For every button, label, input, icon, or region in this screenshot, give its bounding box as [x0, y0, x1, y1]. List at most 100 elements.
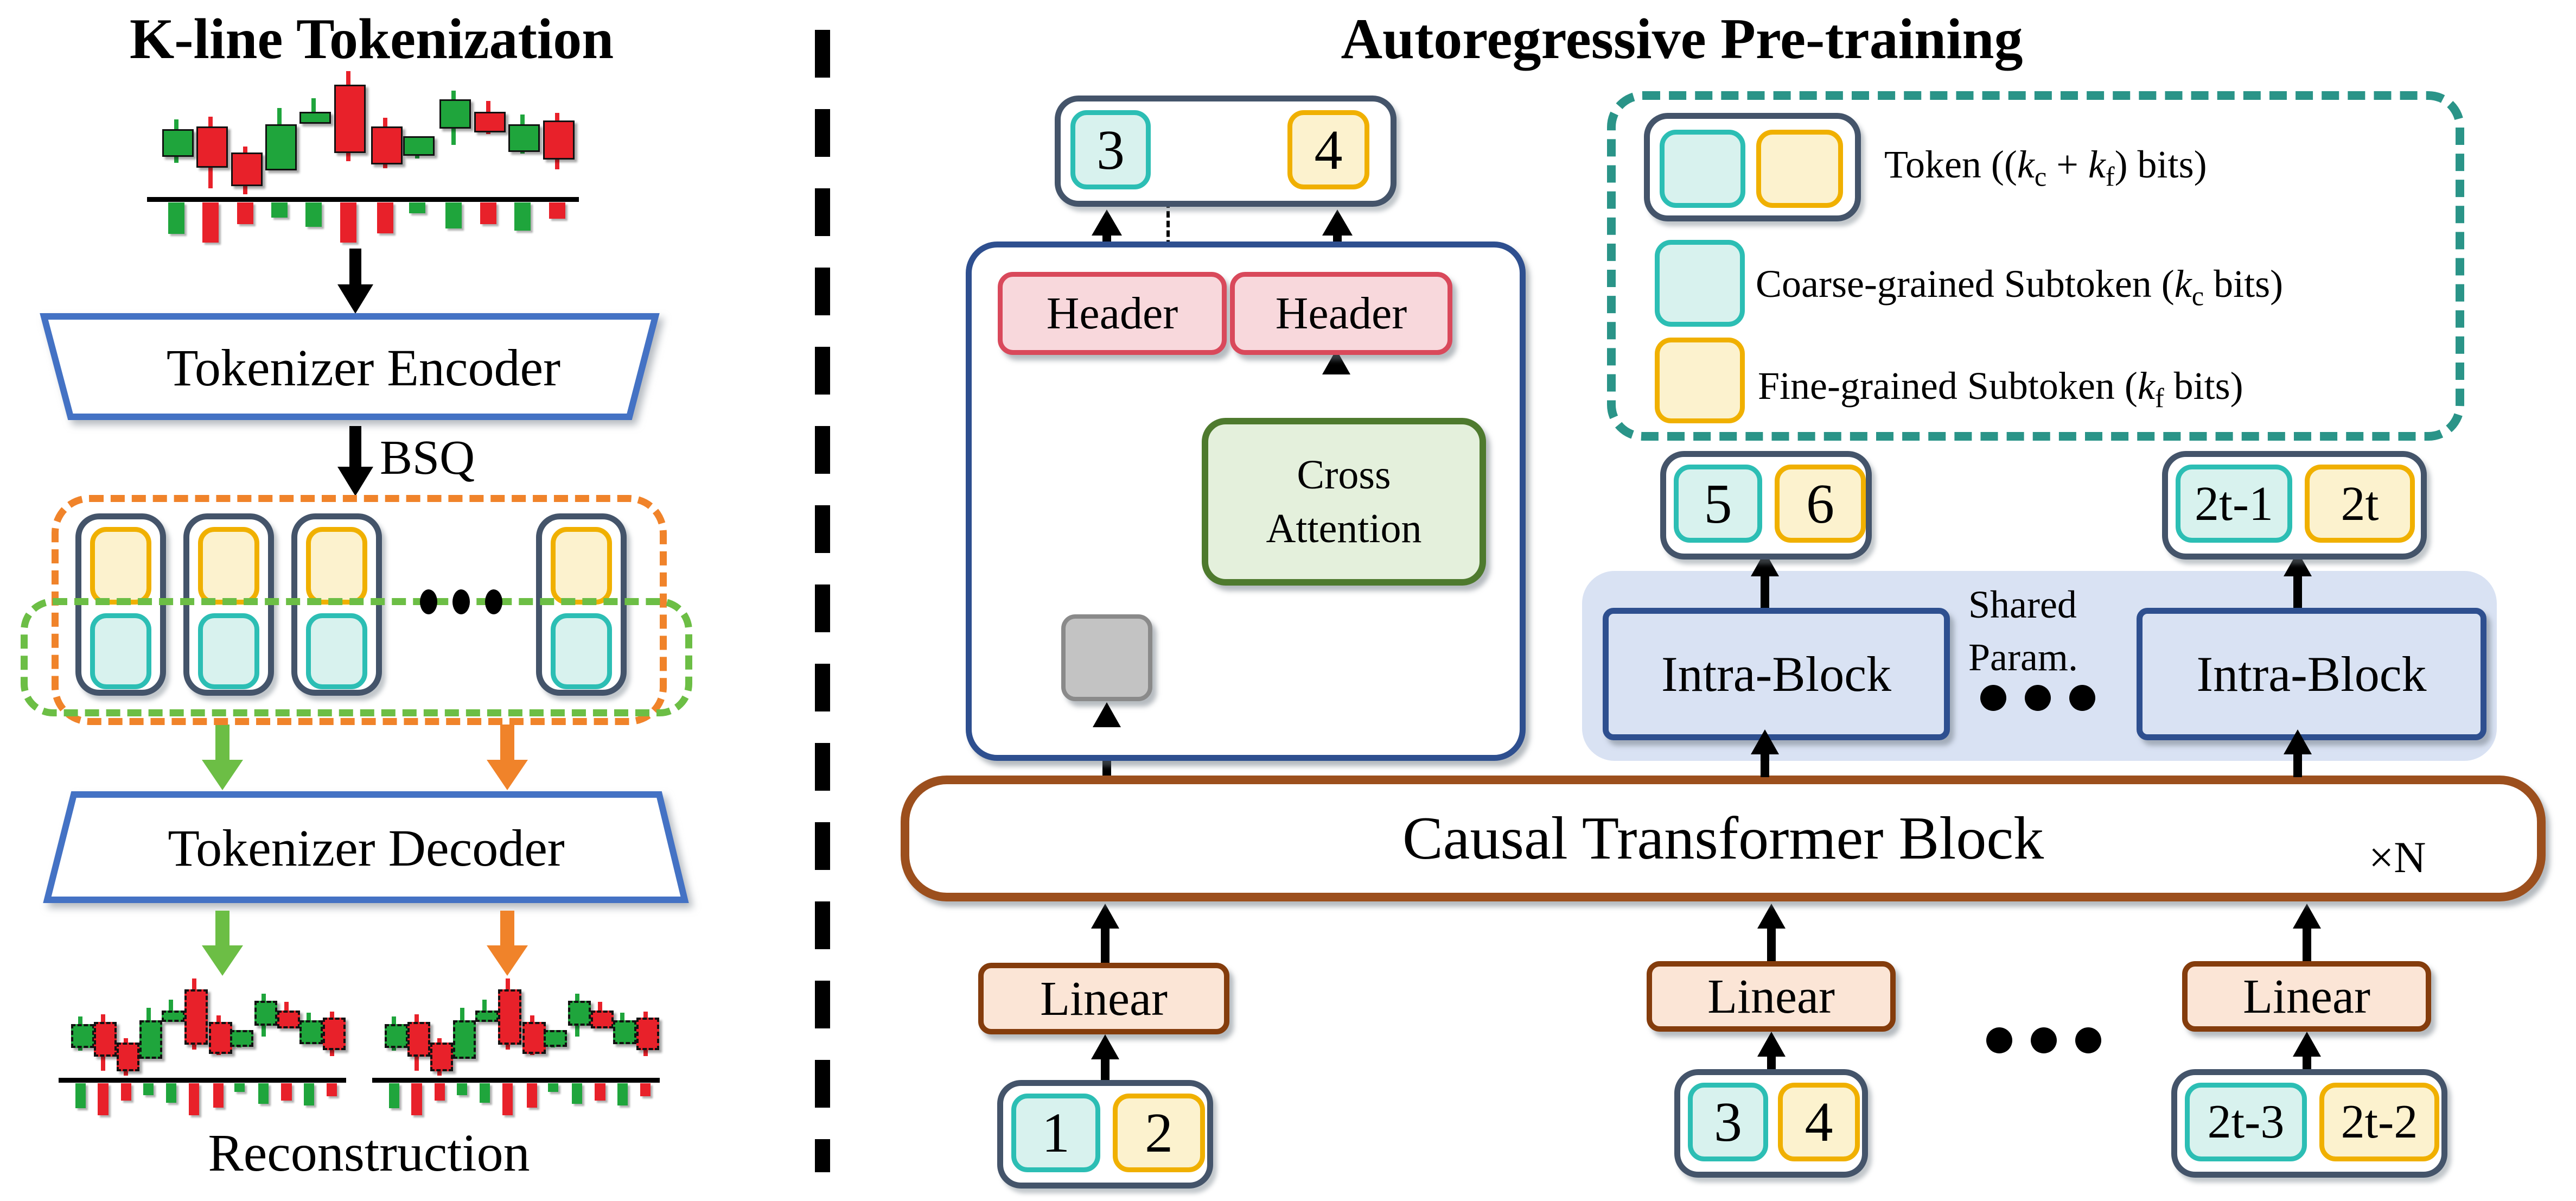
down-arrow-icon — [349, 249, 361, 285]
green-arrow-head-icon — [202, 760, 243, 790]
shared-param-label: Shared Param. — [1968, 583, 2078, 679]
bsq-arrow-head-icon — [337, 467, 373, 496]
candle-body — [196, 126, 228, 168]
token-pair-output: 3 4 — [1055, 96, 1397, 207]
coarse-subtoken — [551, 613, 612, 689]
up-arrow-head-icon — [1322, 209, 1353, 236]
volume-bar — [434, 1083, 445, 1101]
legend-token-entry: Token ((kc + kf) bits) — [1884, 143, 2207, 192]
legend-coarse-subtoken-icon — [1660, 130, 1745, 208]
volume-bar — [98, 1083, 109, 1115]
candle-body — [403, 136, 435, 156]
up-arrow-head-icon — [1751, 729, 1779, 754]
token-pair-input: 2t-3 2t-2 — [2171, 1069, 2447, 1178]
ellipsis-dots — [2025, 685, 2051, 711]
green-arrow-icon — [215, 725, 229, 762]
volume-bar — [595, 1083, 605, 1101]
kline-reconstruction-chart-left — [59, 978, 347, 1117]
token-pair-input: 3 4 — [1674, 1069, 1868, 1178]
ellipsis-dots — [452, 589, 470, 614]
orange-arrow-head-icon — [487, 760, 528, 790]
up-arrow-icon — [1101, 927, 1110, 963]
volume-bar — [340, 202, 356, 243]
causal-transformer-block: Causal Transformer Block ×N — [901, 776, 2546, 901]
ellipsis-dots — [2075, 1027, 2101, 1053]
fine-subtoken: 2t-2 — [2319, 1083, 2439, 1161]
up-arrow-icon — [2293, 753, 2302, 777]
candle-body — [371, 126, 403, 164]
volume-bar — [281, 1083, 292, 1101]
candle-body — [474, 112, 506, 132]
up-arrow-icon — [1101, 1058, 1110, 1080]
coarse-subtoken: 5 — [1674, 465, 1762, 543]
volume-bar — [327, 1083, 337, 1096]
candle-body — [430, 1043, 454, 1071]
candle-body — [299, 1020, 323, 1044]
fine-subtoken — [551, 527, 612, 605]
reconstruction-label: Reconstruction — [208, 1124, 530, 1183]
candle-body — [277, 1011, 301, 1029]
linear-box: Linear — [1647, 961, 1896, 1032]
candle-body — [475, 1011, 499, 1022]
volume-bar — [189, 1083, 200, 1115]
volume-bar — [305, 202, 322, 227]
linear-box: Linear — [2182, 961, 2431, 1032]
coarse-subtoken: 3 — [1688, 1083, 1768, 1161]
up-arrow-icon — [1767, 1056, 1776, 1072]
orange-arrow-icon — [500, 911, 514, 948]
candle-wick — [169, 1000, 174, 1018]
volume-bar — [75, 1083, 86, 1108]
volume-bar — [502, 1083, 513, 1115]
candle-body — [322, 1017, 346, 1050]
header-box-fine: Header — [1230, 272, 1452, 355]
up-arrow-icon — [2303, 927, 2311, 961]
fine-subtoken: 4 — [1778, 1083, 1860, 1161]
candle-body — [162, 1011, 185, 1022]
orange-arrow-head-icon — [487, 945, 528, 976]
green-arrow-head-icon — [202, 945, 243, 976]
coarse-subtoken — [90, 613, 151, 689]
volume-bar — [617, 1083, 628, 1106]
volume-bar — [303, 1083, 315, 1106]
chart-baseline — [372, 1078, 660, 1083]
volume-bar — [271, 202, 288, 218]
volume-bar — [526, 1083, 538, 1108]
chart-baseline — [147, 197, 579, 202]
candle-body — [452, 1020, 476, 1059]
ellipsis-dots — [420, 589, 437, 614]
left-panel-title: K-line Tokenization — [129, 7, 614, 71]
kline-input-chart — [147, 71, 579, 246]
volume-bar — [143, 1083, 154, 1096]
candle-wick — [311, 98, 316, 120]
fine-subtoken: 2 — [1113, 1094, 1205, 1172]
volume-bar — [479, 1083, 490, 1103]
up-arrow-head-icon — [1091, 1034, 1119, 1059]
volume-bar — [549, 202, 565, 219]
volume-bar — [409, 202, 425, 213]
hidden-state-box — [1061, 614, 1152, 701]
panel-divider — [815, 30, 830, 1172]
fine-subtoken — [90, 527, 151, 605]
up-arrow-head-icon — [1091, 904, 1119, 929]
volume-bar — [572, 1083, 583, 1104]
volume-bar — [547, 1083, 559, 1092]
up-arrow-icon — [1767, 927, 1776, 961]
up-arrow-head-icon — [1092, 209, 1122, 236]
up-arrow-head-icon — [2293, 904, 2321, 929]
volume-bar — [640, 1083, 651, 1096]
candle-body — [385, 1024, 408, 1048]
causal-transformer-label: Causal Transformer Block — [1402, 804, 2044, 872]
header-box-coarse: Header — [998, 272, 1227, 355]
volume-bar — [165, 1083, 176, 1103]
linear-box: Linear — [978, 963, 1229, 1034]
candle-body — [543, 120, 575, 160]
bsq-label: BSQ — [380, 431, 475, 485]
coarse-subtoken: 3 — [1070, 110, 1151, 189]
legend-fine-entry: Fine-grained Subtoken (kf bits) — [1758, 364, 2243, 414]
coarse-row-green-dashed-box — [21, 598, 692, 716]
token-pair-input: 1 2 — [997, 1080, 1213, 1189]
volume-bar — [202, 202, 219, 243]
candle-body — [299, 112, 331, 124]
green-arrow-icon — [215, 911, 229, 948]
volume-bar — [480, 202, 496, 224]
